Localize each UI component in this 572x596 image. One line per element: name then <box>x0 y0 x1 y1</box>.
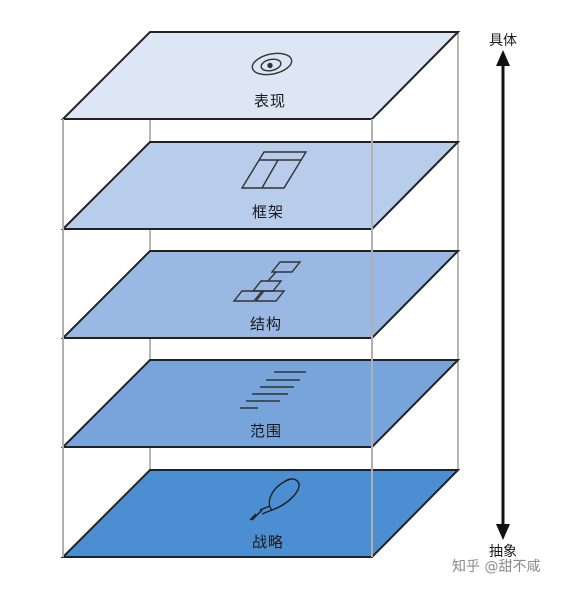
eye-icon <box>251 52 293 76</box>
layer-label-strategy: 战略 <box>251 533 284 551</box>
layer-label-scope: 范围 <box>249 422 282 440</box>
wireframe-icon <box>240 151 308 189</box>
layer-label-structure: 结构 <box>249 315 282 333</box>
lightbulb-icon <box>249 478 300 521</box>
layer-label-skeleton: 框架 <box>251 203 284 221</box>
zhihu-watermark: 知乎 @甜不咸 <box>452 559 541 575</box>
flowchart-icon <box>232 261 302 302</box>
text-lines-icon <box>240 371 306 409</box>
abstract-concrete-arrow <box>496 50 510 540</box>
axis-label-abstract: 抽象 <box>489 544 517 560</box>
axis-label-concrete: 具体 <box>489 33 517 49</box>
layer-label-surface: 表现 <box>253 92 286 110</box>
